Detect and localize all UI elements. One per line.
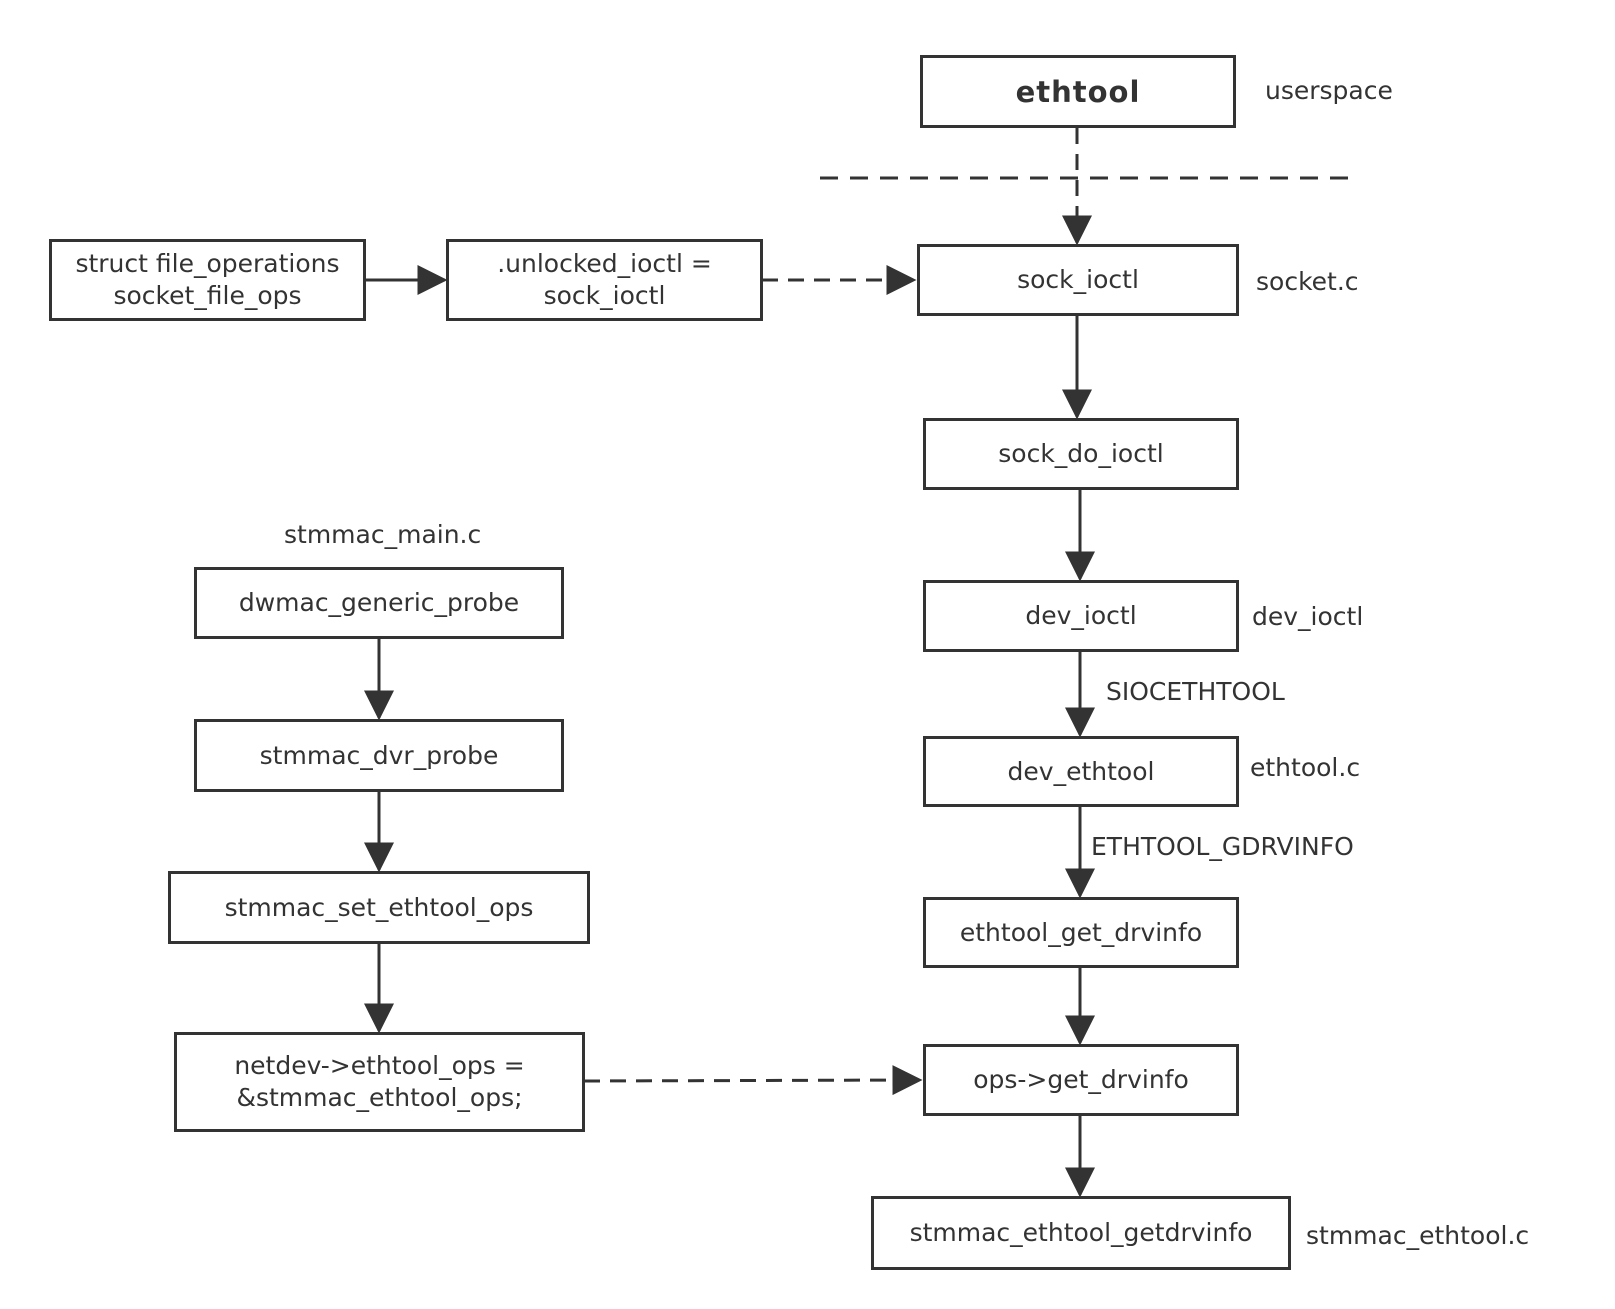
node-dev-ioctl-label: dev_ioctl	[1025, 601, 1137, 630]
node-stmmac-set-ethtool-ops-label: stmmac_set_ethtool_ops	[224, 892, 534, 922]
label-ethtool-c: ethtool.c	[1250, 753, 1361, 782]
node-dev-ethtool-label: dev_ethtool	[1007, 756, 1155, 786]
node-dev-ethtool: dev_ethtool	[923, 736, 1239, 807]
node-file-ops-label: struct file_operations socket_file_ops	[75, 249, 340, 310]
node-stmmac-ethtool-getdrvinfo: stmmac_ethtool_getdrvinfo	[871, 1196, 1291, 1270]
node-dwmac-generic-probe-label: dwmac_generic_probe	[238, 588, 520, 617]
label-stmmac-ethtool-c: stmmac_ethtool.c	[1306, 1221, 1530, 1250]
node-stmmac-ethtool-getdrvinfo-label: stmmac_ethtool_getdrvinfo	[909, 1218, 1253, 1247]
node-sock-ioctl: sock_ioctl	[917, 244, 1239, 316]
node-stmmac-dvr-probe: stmmac_dvr_probe	[194, 719, 564, 792]
node-ethtool: ethtool	[920, 55, 1236, 128]
node-file-ops: struct file_operations socket_file_ops	[49, 239, 366, 321]
edge-label-siocethtool: SIOCETHTOOL	[1106, 677, 1285, 706]
node-dwmac-generic-probe: dwmac_generic_probe	[194, 567, 564, 639]
node-stmmac-dvr-probe-label: stmmac_dvr_probe	[259, 740, 499, 770]
label-userspace: userspace	[1265, 76, 1393, 105]
label-stmmac-main-c: stmmac_main.c	[284, 520, 482, 549]
node-unlocked-ioctl-label: .unlocked_ioctl = sock_ioctl	[497, 249, 712, 310]
node-dev-ioctl: dev_ioctl	[923, 580, 1239, 652]
edge-netdev-ops-to-ops-get-drvinfo	[583, 1065, 923, 1096]
node-ethtool-get-drvinfo: ethtool_get_drvinfo	[923, 897, 1239, 968]
label-dev-ioctl-file: dev_ioctl	[1252, 602, 1364, 631]
node-netdev-ethtool-ops: netdev->ethtool_ops = &stmmac_ethtool_op…	[174, 1032, 585, 1132]
node-unlocked-ioctl: .unlocked_ioctl = sock_ioctl	[446, 239, 763, 321]
node-sock-ioctl-label: sock_ioctl	[1017, 265, 1139, 294]
node-sock-do-ioctl: sock_do_ioctl	[923, 418, 1239, 490]
node-ops-get-drvinfo-label: ops->get_drvinfo	[973, 1065, 1189, 1094]
node-sock-do-ioctl-label: sock_do_ioctl	[998, 439, 1164, 468]
node-stmmac-set-ethtool-ops: stmmac_set_ethtool_ops	[168, 871, 590, 944]
node-netdev-ethtool-ops-label: netdev->ethtool_ops = &stmmac_ethtool_op…	[234, 1051, 525, 1112]
node-ethtool-label: ethtool	[1015, 74, 1141, 109]
label-socket-c: socket.c	[1256, 267, 1359, 296]
edge-label-ethtool-gdrvinfo: ETHTOOL_GDRVINFO	[1091, 832, 1354, 861]
node-ethtool-get-drvinfo-label: ethtool_get_drvinfo	[959, 917, 1203, 947]
node-ops-get-drvinfo: ops->get_drvinfo	[923, 1044, 1239, 1116]
